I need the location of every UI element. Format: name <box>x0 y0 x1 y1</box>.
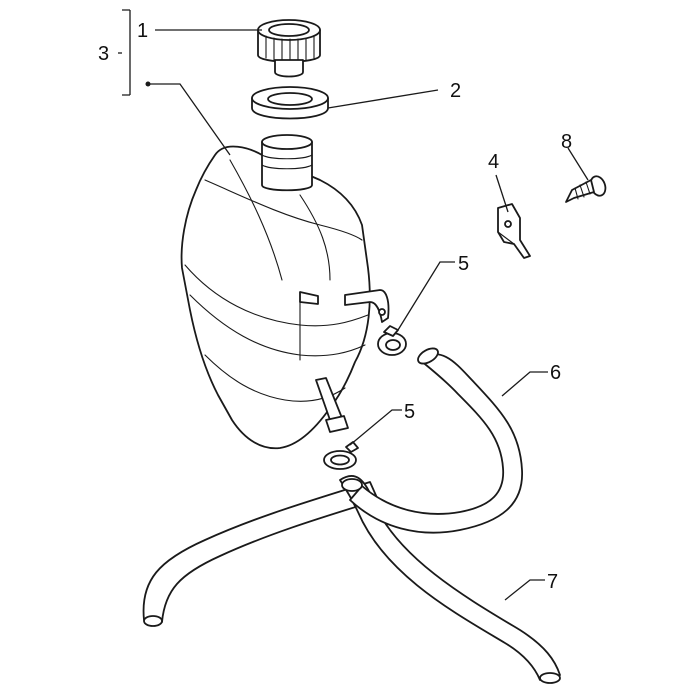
expansion-tank <box>180 134 390 450</box>
callout-5-upper: 5 <box>458 253 469 275</box>
callout-2: 2 <box>450 80 461 102</box>
hose-clamp-upper <box>377 325 407 356</box>
callout-4: 4 <box>488 151 499 173</box>
callout-1: 1 <box>137 20 148 42</box>
callout-3: 3 <box>98 43 109 65</box>
callout-8: 8 <box>561 131 572 153</box>
callout-7: 7 <box>547 571 558 593</box>
hose-clamp-lower <box>323 441 359 470</box>
seal-ring <box>251 86 329 120</box>
leader-lines <box>118 9 589 601</box>
callout-6: 6 <box>550 362 561 384</box>
hose-6 <box>341 347 523 534</box>
callout-5-lower: 5 <box>404 401 415 423</box>
self-tapping-screw <box>565 175 607 203</box>
clip-nut <box>497 203 531 259</box>
filler-cap <box>257 19 321 78</box>
